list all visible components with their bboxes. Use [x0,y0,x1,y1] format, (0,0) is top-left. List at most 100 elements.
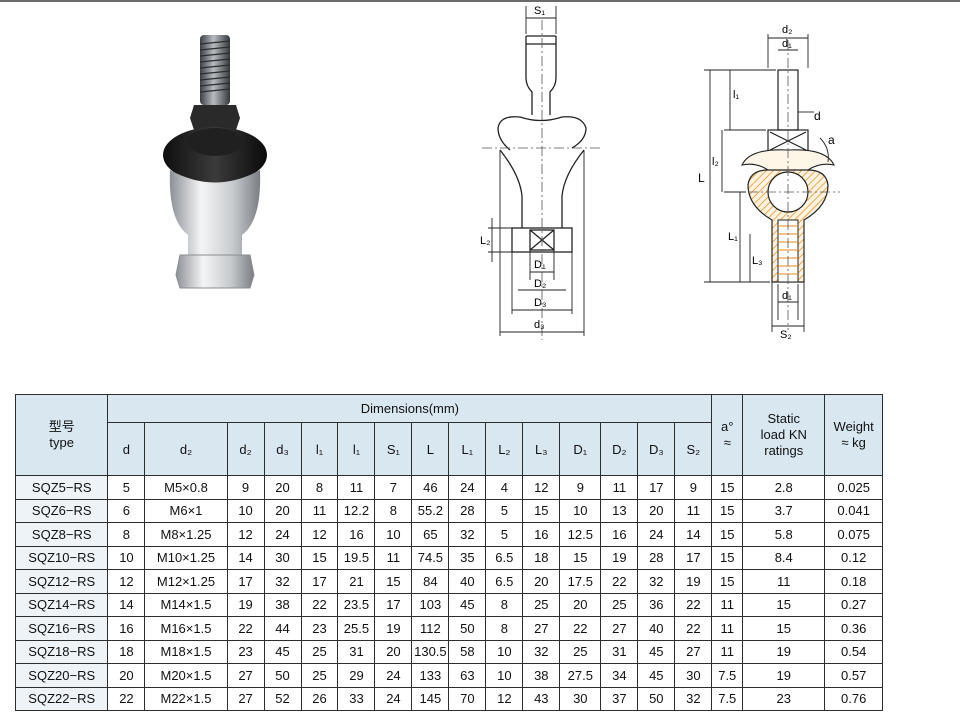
value-cell: M5×0.8 [144,475,228,500]
header-static-line3: ratings [764,443,804,458]
type-cell: SQZ12−RS [14,569,109,594]
value-cell: 10 [107,545,146,570]
value-cell: 7.5 [711,663,744,688]
value-cell: 14 [226,545,265,570]
value-cell: 27 [600,616,639,641]
value-cell: 11 [711,592,744,617]
front-view-drawing: S₁ D₁ D₂ D₃ d₃ L₂ [480,5,602,340]
value-cell: 32 [263,569,302,594]
label-L3: L₃ [752,255,763,267]
value-cell: 50 [637,686,676,711]
value-cell: M10×1.25 [144,545,228,570]
value-cell: 22 [674,616,713,641]
value-cell: 15 [711,522,744,547]
value-cell: 7.5 [711,686,744,711]
value-cell: 22 [600,569,639,594]
value-cell: 0.041 [824,498,883,523]
subheader-3: d₃ [263,422,302,476]
value-cell: 45 [263,639,302,664]
value-cell: 19 [742,663,826,688]
value-cell: 25 [300,663,339,688]
value-cell: 30 [674,663,713,688]
value-cell: 16 [600,522,639,547]
value-cell: 15 [559,545,602,570]
value-cell: 35 [448,545,487,570]
type-cell: SQZ8−RS [14,522,109,547]
value-cell: 84 [411,569,450,594]
header-type: 型号 type [14,394,109,476]
header-dimensions: Dimensions(mm) [107,394,713,423]
value-cell: 19 [226,592,265,617]
value-cell: 34 [600,663,639,688]
value-cell: 10 [374,522,413,547]
value-cell: 27 [226,663,265,688]
value-cell: 8 [300,475,339,500]
value-cell: 5 [485,522,524,547]
value-cell: 4 [485,475,524,500]
value-cell: M14×1.5 [144,592,228,617]
value-cell: 10 [559,498,602,523]
value-cell: 23.5 [337,592,376,617]
value-cell: 112 [411,616,450,641]
value-cell: 19 [374,616,413,641]
value-cell: 17 [374,592,413,617]
value-cell: 37 [600,686,639,711]
value-cell: 20 [522,569,561,594]
value-cell: 58 [448,639,487,664]
value-cell: M6×1 [144,498,228,523]
value-cell: 36 [637,592,676,617]
value-cell: 22 [107,686,146,711]
value-cell: 43 [522,686,561,711]
subheader-0: d [107,422,146,476]
value-cell: 40 [448,569,487,594]
value-cell: 9 [559,475,602,500]
value-cell: 5 [485,498,524,523]
value-cell: 32 [674,686,713,711]
value-cell: 18 [107,639,146,664]
value-cell: 38 [263,592,302,617]
value-cell: 65 [411,522,450,547]
value-cell: 46 [411,475,450,500]
subheader-14: S₂ [674,422,713,476]
value-cell: 20 [637,498,676,523]
value-cell: 22 [674,592,713,617]
value-cell: 8 [107,522,146,547]
value-cell: 30 [559,686,602,711]
value-cell: 0.12 [824,545,883,570]
type-cell: SQZ20−RS [14,663,109,688]
value-cell: 10 [485,663,524,688]
label-d3: d₃ [534,319,545,331]
value-cell: 14 [107,592,146,617]
value-cell: 23 [742,686,826,711]
header-angle: a° ≈ [711,394,744,476]
section-view-drawing: d₂ d₁ d a l₁ l₂ L L₁ L₃ d₁ S₂ [698,24,840,340]
value-cell: 12 [522,475,561,500]
value-cell: 9 [226,475,265,500]
value-cell: 133 [411,663,450,688]
value-cell: 25 [600,592,639,617]
spec-table: 型号 type Dimensions(mm) a° ≈ Static load … [14,394,883,711]
value-cell: 52 [263,686,302,711]
value-cell: 26 [300,686,339,711]
value-cell: 11 [600,475,639,500]
subheader-4: l₁ [300,422,339,476]
value-cell: 19.5 [337,545,376,570]
value-cell: 45 [637,639,676,664]
value-cell: 7 [374,475,413,500]
value-cell: 145 [411,686,450,711]
value-cell: 9 [674,475,713,500]
value-cell: 28 [637,545,676,570]
value-cell: M18×1.5 [144,639,228,664]
value-cell: 63 [448,663,487,688]
value-cell: 20 [559,592,602,617]
header-weight-line1: Weight [833,419,874,434]
value-cell: 8 [374,498,413,523]
value-cell: 0.54 [824,639,883,664]
label-l1: l₁ [733,89,739,101]
subheader-5: l₁ [337,422,376,476]
label-D2: D₂ [534,278,546,290]
